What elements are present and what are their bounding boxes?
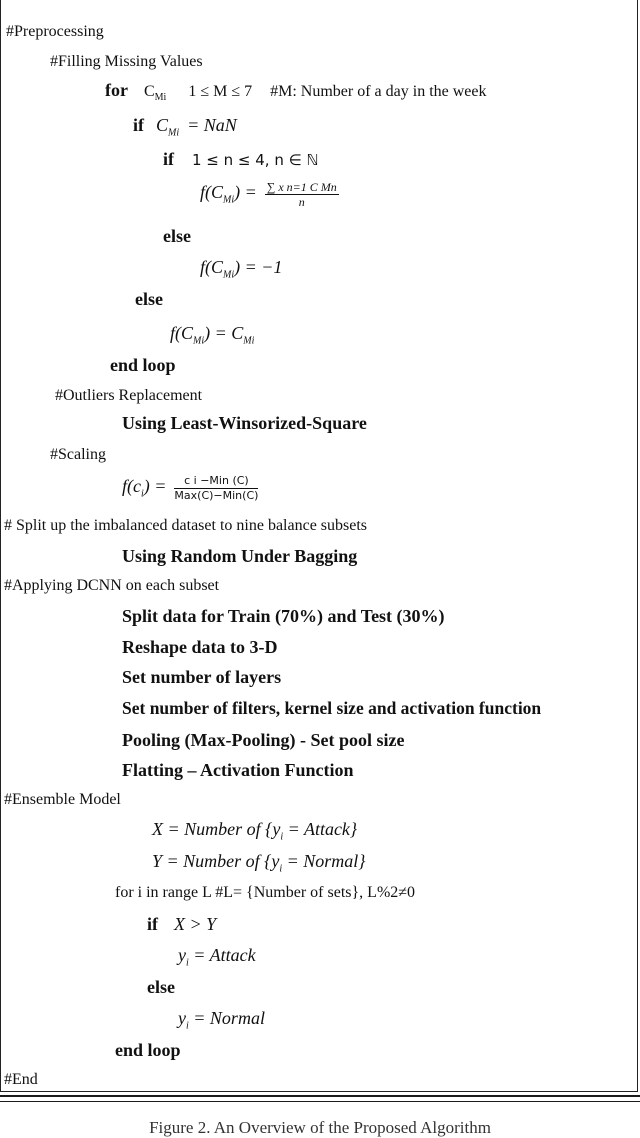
neg-one-lhs-text: f(C — [200, 257, 224, 277]
for-var-sub: Mi — [154, 92, 167, 104]
for-var-text: C — [143, 83, 155, 100]
preprocessing-heading: #Preprocessing — [6, 23, 104, 40]
mean-lhs-close: ) = — [234, 182, 257, 202]
assign-normal-rhs: = Normal — [193, 1008, 265, 1028]
mean-lhs-text: f(C — [200, 182, 224, 202]
for-variable: CMi — [143, 83, 167, 104]
figure-divider — [0, 1095, 640, 1097]
y-def-text: Y = Number of {y — [152, 851, 280, 871]
scaling-denominator: Max(C)−Min(C) — [174, 488, 259, 502]
if-nan-var-sub: Mi — [168, 127, 180, 139]
scaling-fraction: c i −Min (C) Max(C)−Min(C) — [174, 474, 259, 503]
mean-numerator: ∑ x n=1 C Mn — [264, 179, 339, 195]
assign-attack-line: yi = Attack — [178, 945, 256, 974]
mean-denominator: n — [298, 194, 305, 209]
ensemble-heading: #Ensemble Model — [4, 791, 121, 808]
figure-caption: Figure 2. An Overview of the Proposed Al… — [149, 1118, 491, 1137]
dcnn-step-split: Split data for Train (70%) and Test (30%… — [122, 606, 445, 626]
y-definition: Y = Number of {yi = Normal} — [152, 851, 366, 880]
if-nan-var: CMi — [156, 115, 179, 139]
identity-rhs-sub: Mi — [243, 335, 255, 347]
neg-one-lhs: f(CMi) = −1 — [200, 257, 283, 281]
identity-lhs-text: f(C — [170, 323, 194, 343]
dcnn-step-layers: Set number of layers — [122, 667, 282, 687]
scaling-formula-line: f(ci) = c i −Min (C) Max(C)−Min(C) — [122, 472, 259, 509]
using-lws: Using Least-Winsorized-Square — [122, 413, 367, 433]
neg-one-formula-line: f(CMi) = −1 — [200, 257, 282, 286]
using-rub: Using Random Under Bagging — [122, 546, 358, 566]
scaling-heading: #Scaling — [50, 446, 106, 463]
assign-normal-var: y — [178, 1008, 186, 1028]
if-nan-line: if CMi = NaN — [133, 115, 237, 144]
algorithm-box — [0, 0, 638, 1092]
for-range-l-line: for i in range L #L= {Number of sets}, L… — [115, 883, 415, 903]
neg-one-lhs-sub: Mi — [223, 269, 235, 281]
identity-formula-line: f(CMi) = CMi — [170, 323, 254, 352]
scaling-lhs-close: ) = — [143, 476, 167, 496]
end-marker: #End — [4, 1071, 38, 1088]
if-nan-value: = NaN — [187, 115, 237, 135]
else-1: else — [163, 226, 191, 246]
identity-mid: ) = C — [204, 323, 244, 343]
else-2: else — [135, 289, 163, 309]
if3-condition: X > Y — [174, 914, 217, 934]
for-keyword: for — [105, 80, 128, 100]
assign-attack-var: y — [178, 945, 186, 965]
scaling-lhs: f(ci) = — [122, 476, 167, 500]
identity-formula: f(CMi) = CMi — [170, 323, 254, 347]
for-range: 1 ≤ M ≤ 7 — [188, 83, 253, 100]
applying-dcnn-heading: #Applying DCNN on each subset — [4, 577, 220, 594]
if-keyword: if — [133, 115, 144, 135]
identity-lhs-sub: Mi — [193, 335, 205, 347]
assign-attack-rhs: = Attack — [193, 945, 256, 965]
if-nan-var-text: C — [156, 115, 169, 135]
for-comment: #M: Number of a day in the week — [270, 83, 487, 100]
dcnn-step-flatting: Flatting – Activation Function — [122, 760, 354, 780]
figure-divider-thin — [0, 1101, 640, 1102]
for-loop-line: for CMi 1 ≤ M ≤ 7 #M: Number of a day in… — [105, 80, 487, 108]
dcnn-step-filters: Set number of filters, kernel size and a… — [122, 698, 542, 718]
x-definition: X = Number of {yi = Attack} — [152, 819, 357, 848]
mean-lhs-sub: Mi — [223, 194, 235, 206]
filling-missing-heading: #Filling Missing Values — [50, 53, 203, 70]
scaling-lhs-sub: i — [140, 488, 144, 500]
outliers-heading: #Outliers Replacement — [55, 387, 203, 404]
end-loop-2: end loop — [115, 1040, 181, 1060]
x-def-end: = Attack} — [287, 819, 358, 839]
if2-keyword: if — [163, 149, 174, 169]
for-range-l-text: for i in range L #L= {Number of sets}, L… — [115, 884, 416, 901]
x-def-sub: i — [280, 831, 284, 843]
y-def-sub: i — [279, 863, 283, 875]
if-range-line: if 1 ≤ n ≤ 4, n ∈ ℕ — [163, 149, 318, 171]
assign-normal-line: yi = Normal — [178, 1008, 265, 1037]
dcnn-step-pooling: Pooling (Max-Pooling) - Set pool size — [122, 730, 405, 750]
mean-lhs: f(CMi) = — [200, 182, 257, 206]
assign-attack-sub: i — [186, 957, 189, 969]
mean-fraction: ∑ x n=1 C Mn n — [264, 179, 339, 209]
scaling-numerator: c i −Min (C) — [174, 474, 259, 489]
if-x-gt-y-line: if X > Y — [147, 914, 216, 936]
else-3: else — [147, 977, 175, 997]
y-def-end: = Normal} — [286, 851, 366, 871]
neg-one-rhs: ) = −1 — [234, 257, 283, 277]
end-loop-1: end loop — [110, 355, 176, 375]
x-def-text: X = Number of {y — [152, 819, 281, 839]
scaling-lhs-text: f(c — [122, 476, 141, 496]
if3-keyword: if — [147, 914, 158, 934]
dcnn-step-reshape: Reshape data to 3-D — [122, 637, 278, 657]
mean-formula-line: f(CMi) = ∑ x n=1 C Mn n — [200, 178, 339, 215]
if2-condition: 1 ≤ n ≤ 4, n ∈ ℕ — [192, 151, 319, 169]
split-comment: # Split up the imbalanced dataset to nin… — [4, 517, 368, 534]
assign-normal-sub: i — [186, 1020, 189, 1032]
